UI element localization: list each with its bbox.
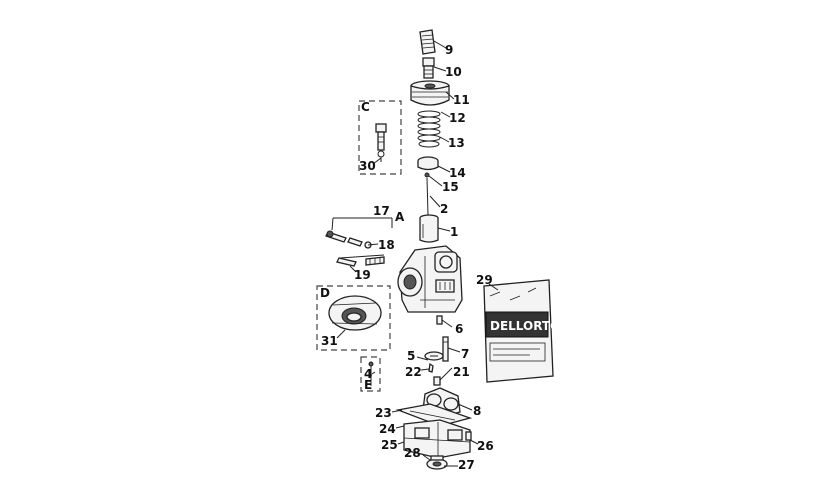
group-label-c: C [361, 100, 370, 114]
callout-14: 14 [449, 166, 466, 180]
drain-part-27-28 [426, 455, 448, 470]
group-a-screws [325, 217, 393, 267]
callout-31: 31 [321, 334, 338, 348]
callout-2: 2 [440, 202, 448, 216]
float-bowl-part-25 [403, 419, 471, 459]
callout-8: 8 [473, 404, 481, 418]
part-31-filter [328, 295, 382, 331]
callout-labels: 9 10 11 12 13 14 15 2 1 17 A 18 19 C 30 … [320, 43, 494, 472]
callout-21: 21 [453, 365, 470, 379]
callout-10: 10 [445, 65, 462, 79]
part-5-float-pin [424, 351, 444, 361]
callout-11: 11 [453, 93, 470, 107]
group-box-c [358, 100, 402, 175]
callout-18: 18 [378, 238, 395, 252]
group-label-a: A [395, 210, 405, 224]
callout-5: 5 [407, 349, 415, 363]
part-29-bag: DELLORTO [483, 279, 560, 383]
part-4-screw [368, 361, 374, 386]
callout-9: 9 [445, 43, 453, 57]
bag-brand-text: DELLORTO [490, 319, 560, 333]
callout-23: 23 [375, 406, 392, 420]
callout-6: 6 [455, 322, 463, 336]
part-9-cap [419, 29, 436, 55]
group-label-d: D [320, 286, 330, 300]
part-21-seat [433, 376, 441, 386]
group-label-e: E [364, 378, 372, 392]
group-box-d [316, 285, 391, 351]
callout-22: 22 [405, 365, 422, 379]
callout-24: 24 [379, 422, 396, 436]
part-13-spring [417, 110, 441, 148]
callout-15: 15 [442, 180, 459, 194]
callout-28: 28 [404, 446, 421, 460]
callout-13: 13 [448, 136, 465, 150]
callout-12: 12 [449, 111, 466, 125]
callout-27: 27 [458, 458, 475, 472]
part-15-needle [424, 172, 430, 216]
part-11-cover [410, 80, 450, 106]
carburetor-body [397, 245, 463, 313]
callout-29: 29 [476, 273, 493, 287]
callout-30: 30 [359, 159, 376, 173]
leader-lines [336, 40, 499, 467]
callout-1: 1 [450, 225, 458, 239]
callout-19: 19 [354, 268, 371, 282]
callout-25: 25 [381, 438, 398, 452]
part-6-jet [436, 315, 443, 325]
part-14-retainer [417, 156, 439, 171]
group-box-e [360, 356, 381, 392]
part-26-screw [465, 431, 472, 441]
part-7-tube [442, 336, 449, 362]
callout-4: 4 [364, 367, 372, 381]
float-bowl-gasket-part-24 [395, 403, 473, 427]
part-1-slide [419, 214, 439, 243]
part-10-adjuster [422, 57, 435, 79]
callout-17: 17 [373, 204, 390, 218]
callout-26: 26 [477, 439, 494, 453]
part-22-valve [428, 362, 434, 373]
callout-7: 7 [461, 347, 469, 361]
part-30-plunger [375, 123, 387, 162]
